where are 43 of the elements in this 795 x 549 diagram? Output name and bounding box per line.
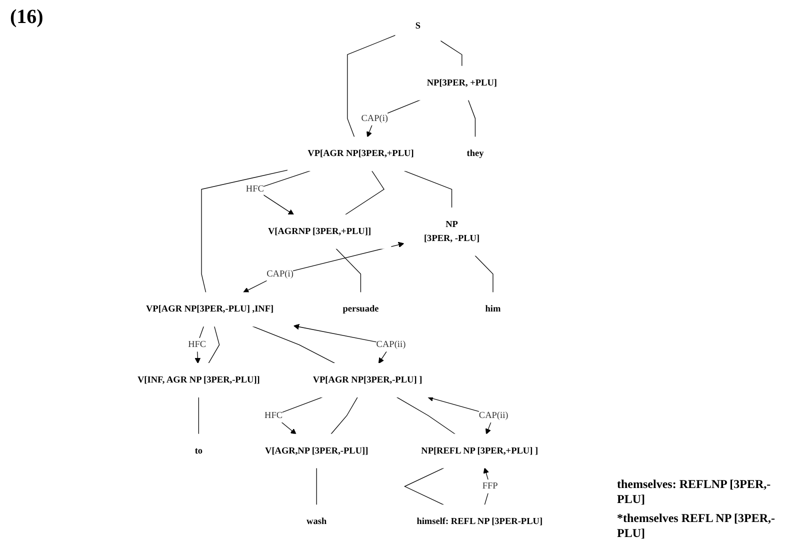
annotation-text: *themselves REFL NP [3PER,-PLU] [617,511,776,541]
connector [404,170,452,208]
arrow [243,242,404,293]
edge-label: CAP(i) [361,114,388,124]
edge-label: CAP(ii) [478,410,508,421]
edge-label: HFC [188,340,206,350]
node-text: NP [3PER, -PLU] [424,220,480,244]
node-text: him [485,304,501,314]
connector [468,100,476,138]
connector [396,396,456,434]
node-text: VP[AGR NP[3PER,-PLU] ] [312,375,422,386]
connector [252,326,336,364]
annotation-text: themselves: REFLNP [3PER,-PLU] [617,477,772,507]
edge-label: CAP(i) [266,269,294,279]
edge-label: HFC [264,410,283,421]
connector [316,468,317,506]
node-text: persuade [342,304,379,314]
example-number: (16) [10,6,44,29]
edge-label: CAP(ii) [376,340,406,350]
node-text: NP[REFL NP [3PER,+PLU] ] [421,446,538,456]
connector [336,248,362,293]
edge-label: FFP [482,481,498,492]
node-text: VP[AGR NP[3PER,+PLU] [308,148,414,159]
connector [330,396,358,434]
node-text: V[INF, AGR NP [3PER,-PLU]] [137,375,260,386]
node-text: V[AGR,NP [3PER,-PLU]] [265,446,368,456]
node-text: V[AGRNP [3PER,+PLU]] [268,226,372,237]
node-text: they [466,148,484,159]
node-text: to [194,446,203,456]
connector [208,326,220,364]
edge-label: HFC [246,184,264,194]
connector [440,40,462,67]
node-text: himself: REFL NP [3PER-PLU] [416,516,543,527]
arrow [194,326,204,364]
node-text: NP[3PER, +PLU] [426,78,497,88]
connector [474,255,494,293]
connector [344,170,384,216]
connector [198,396,200,434]
node-text: VP[AGR NP[3PER,-PLU] ,INF] [146,304,274,314]
node-text: wash [306,516,327,527]
connector [347,34,396,138]
connector [201,170,288,293]
node-text: S [415,21,421,32]
